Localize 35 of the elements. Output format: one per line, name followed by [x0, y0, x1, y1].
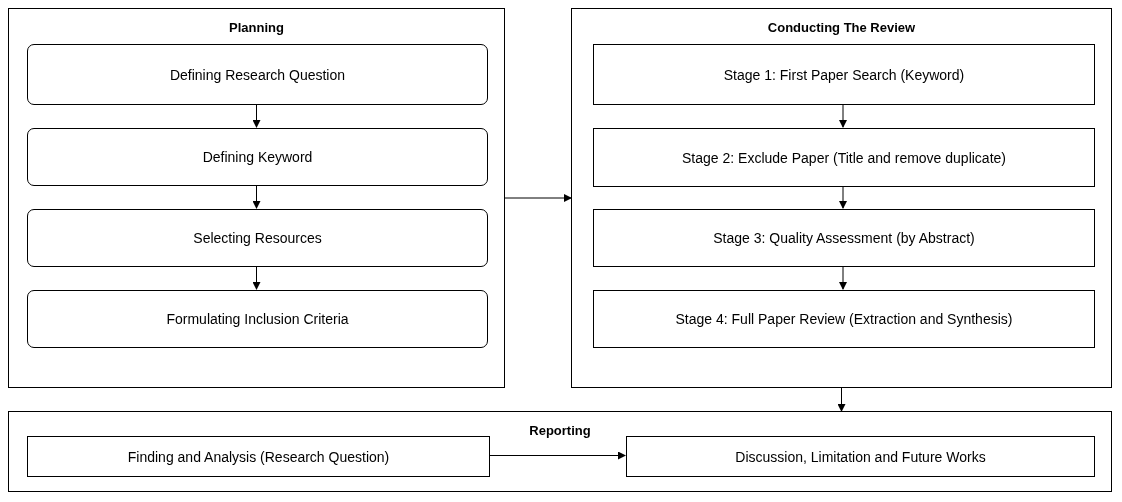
- section-title: Reporting: [529, 423, 591, 438]
- box-label: Stage 3: Quality Assessment (by Abstract): [713, 230, 975, 246]
- process-box: [593, 209, 1095, 267]
- section-box: [8, 411, 1112, 492]
- process-box: [27, 290, 488, 348]
- box-label: Discussion, Limitation and Future Works: [735, 448, 986, 465]
- process-box: [27, 128, 488, 186]
- process-box: [27, 44, 488, 105]
- box-label: Formulating Inclusion Criteria: [166, 311, 349, 327]
- arrow: [839, 103, 847, 128]
- process-box: [593, 128, 1095, 187]
- arrow: [488, 451, 626, 460]
- section-box: [571, 8, 1112, 388]
- box-label: Selecting Resources: [193, 230, 322, 246]
- arrow: [837, 387, 846, 412]
- process-box: [27, 209, 488, 267]
- process-box: [27, 436, 490, 477]
- box-label: Stage 4: Full Paper Review (Extraction and Synthesis): [675, 311, 1013, 327]
- box-label: Defining Keyword: [202, 149, 313, 165]
- process-box: [593, 290, 1095, 348]
- box-label: Stage 2: Exclude Paper (Title and remove duplicate): [682, 149, 1006, 166]
- process-box: [593, 44, 1095, 105]
- section-box: [8, 8, 505, 388]
- arrow: [252, 265, 261, 290]
- box-label: Defining Research Question: [169, 66, 346, 83]
- box-label: Stage 1: First Paper Search (Keyword): [723, 66, 965, 83]
- arrow: [252, 103, 261, 128]
- box-label: Finding and Analysis (Research Question): [127, 448, 390, 465]
- arrow: [504, 194, 572, 202]
- arrow: [839, 265, 847, 290]
- arrow: [252, 184, 261, 209]
- process-box: [626, 436, 1095, 477]
- section-title: Conducting The Review: [767, 20, 916, 35]
- section-title: Planning: [229, 20, 284, 35]
- arrow: [839, 185, 847, 209]
